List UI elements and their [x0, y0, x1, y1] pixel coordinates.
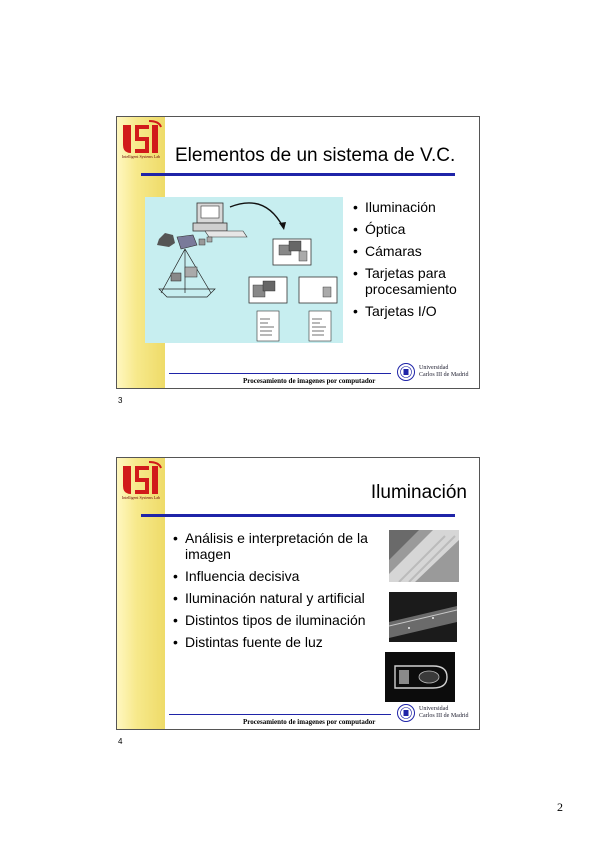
bullet-item: Cámaras	[353, 243, 477, 259]
footer-rule	[169, 373, 391, 374]
isl-logo	[123, 120, 162, 153]
slide-title: Iluminación	[370, 482, 467, 503]
title-rule	[141, 173, 455, 176]
footer-text: Procesamiento de imagenes por computador	[243, 377, 376, 385]
bullet-item: Influencia decisiva	[173, 568, 383, 584]
page-number: 2	[557, 800, 563, 814]
bullet-item: Tarjetas I/O	[353, 303, 477, 319]
bullet-item: Distintas fuente de luz	[173, 634, 383, 650]
university-seal-icon	[397, 363, 415, 381]
bullet-item: Distintos tipos de iluminación	[173, 612, 383, 628]
lighting-photo-3	[385, 652, 455, 702]
slide-number: 4	[118, 737, 123, 746]
bullet-item: Tarjetas para procesamiento	[353, 265, 477, 297]
footer-text: Procesamiento de imagenes por computador	[243, 718, 376, 726]
bullet-item: Iluminación	[353, 199, 477, 215]
slide-title: Elementos de un sistema de V.C.	[175, 145, 456, 166]
slide-sidebar	[117, 458, 165, 729]
lighting-photo-1	[389, 530, 459, 582]
bullet-item: Análisis e interpretación de la imagen	[173, 530, 383, 562]
lighting-photo-2	[389, 592, 457, 642]
bullet-list: Análisis e interpretación de la imagen I…	[173, 530, 383, 656]
bullet-item: Iluminación natural y artificial	[173, 590, 383, 606]
title-rule	[141, 514, 455, 517]
university-name: Universidad Carlos III de Madrid	[419, 365, 469, 378]
slide-3: Intelligent Systems Lab Elementos de un …	[116, 116, 480, 389]
vision-system-diagram	[145, 197, 343, 343]
university-name: Universidad Carlos III de Madrid	[419, 706, 469, 719]
bullet-item: Óptica	[353, 221, 477, 237]
logo-caption: Intelligent Systems Lab	[122, 154, 160, 159]
logo-caption: Intelligent Systems Lab	[122, 495, 160, 500]
slide-number: 3	[118, 396, 123, 405]
slide-4: Intelligent Systems Lab Iluminación Anál…	[116, 457, 480, 730]
university-seal-icon	[397, 704, 415, 722]
footer-rule	[169, 714, 391, 715]
isl-logo	[123, 461, 162, 494]
bullet-list: Iluminación Óptica Cámaras Tarjetas para…	[353, 199, 477, 325]
